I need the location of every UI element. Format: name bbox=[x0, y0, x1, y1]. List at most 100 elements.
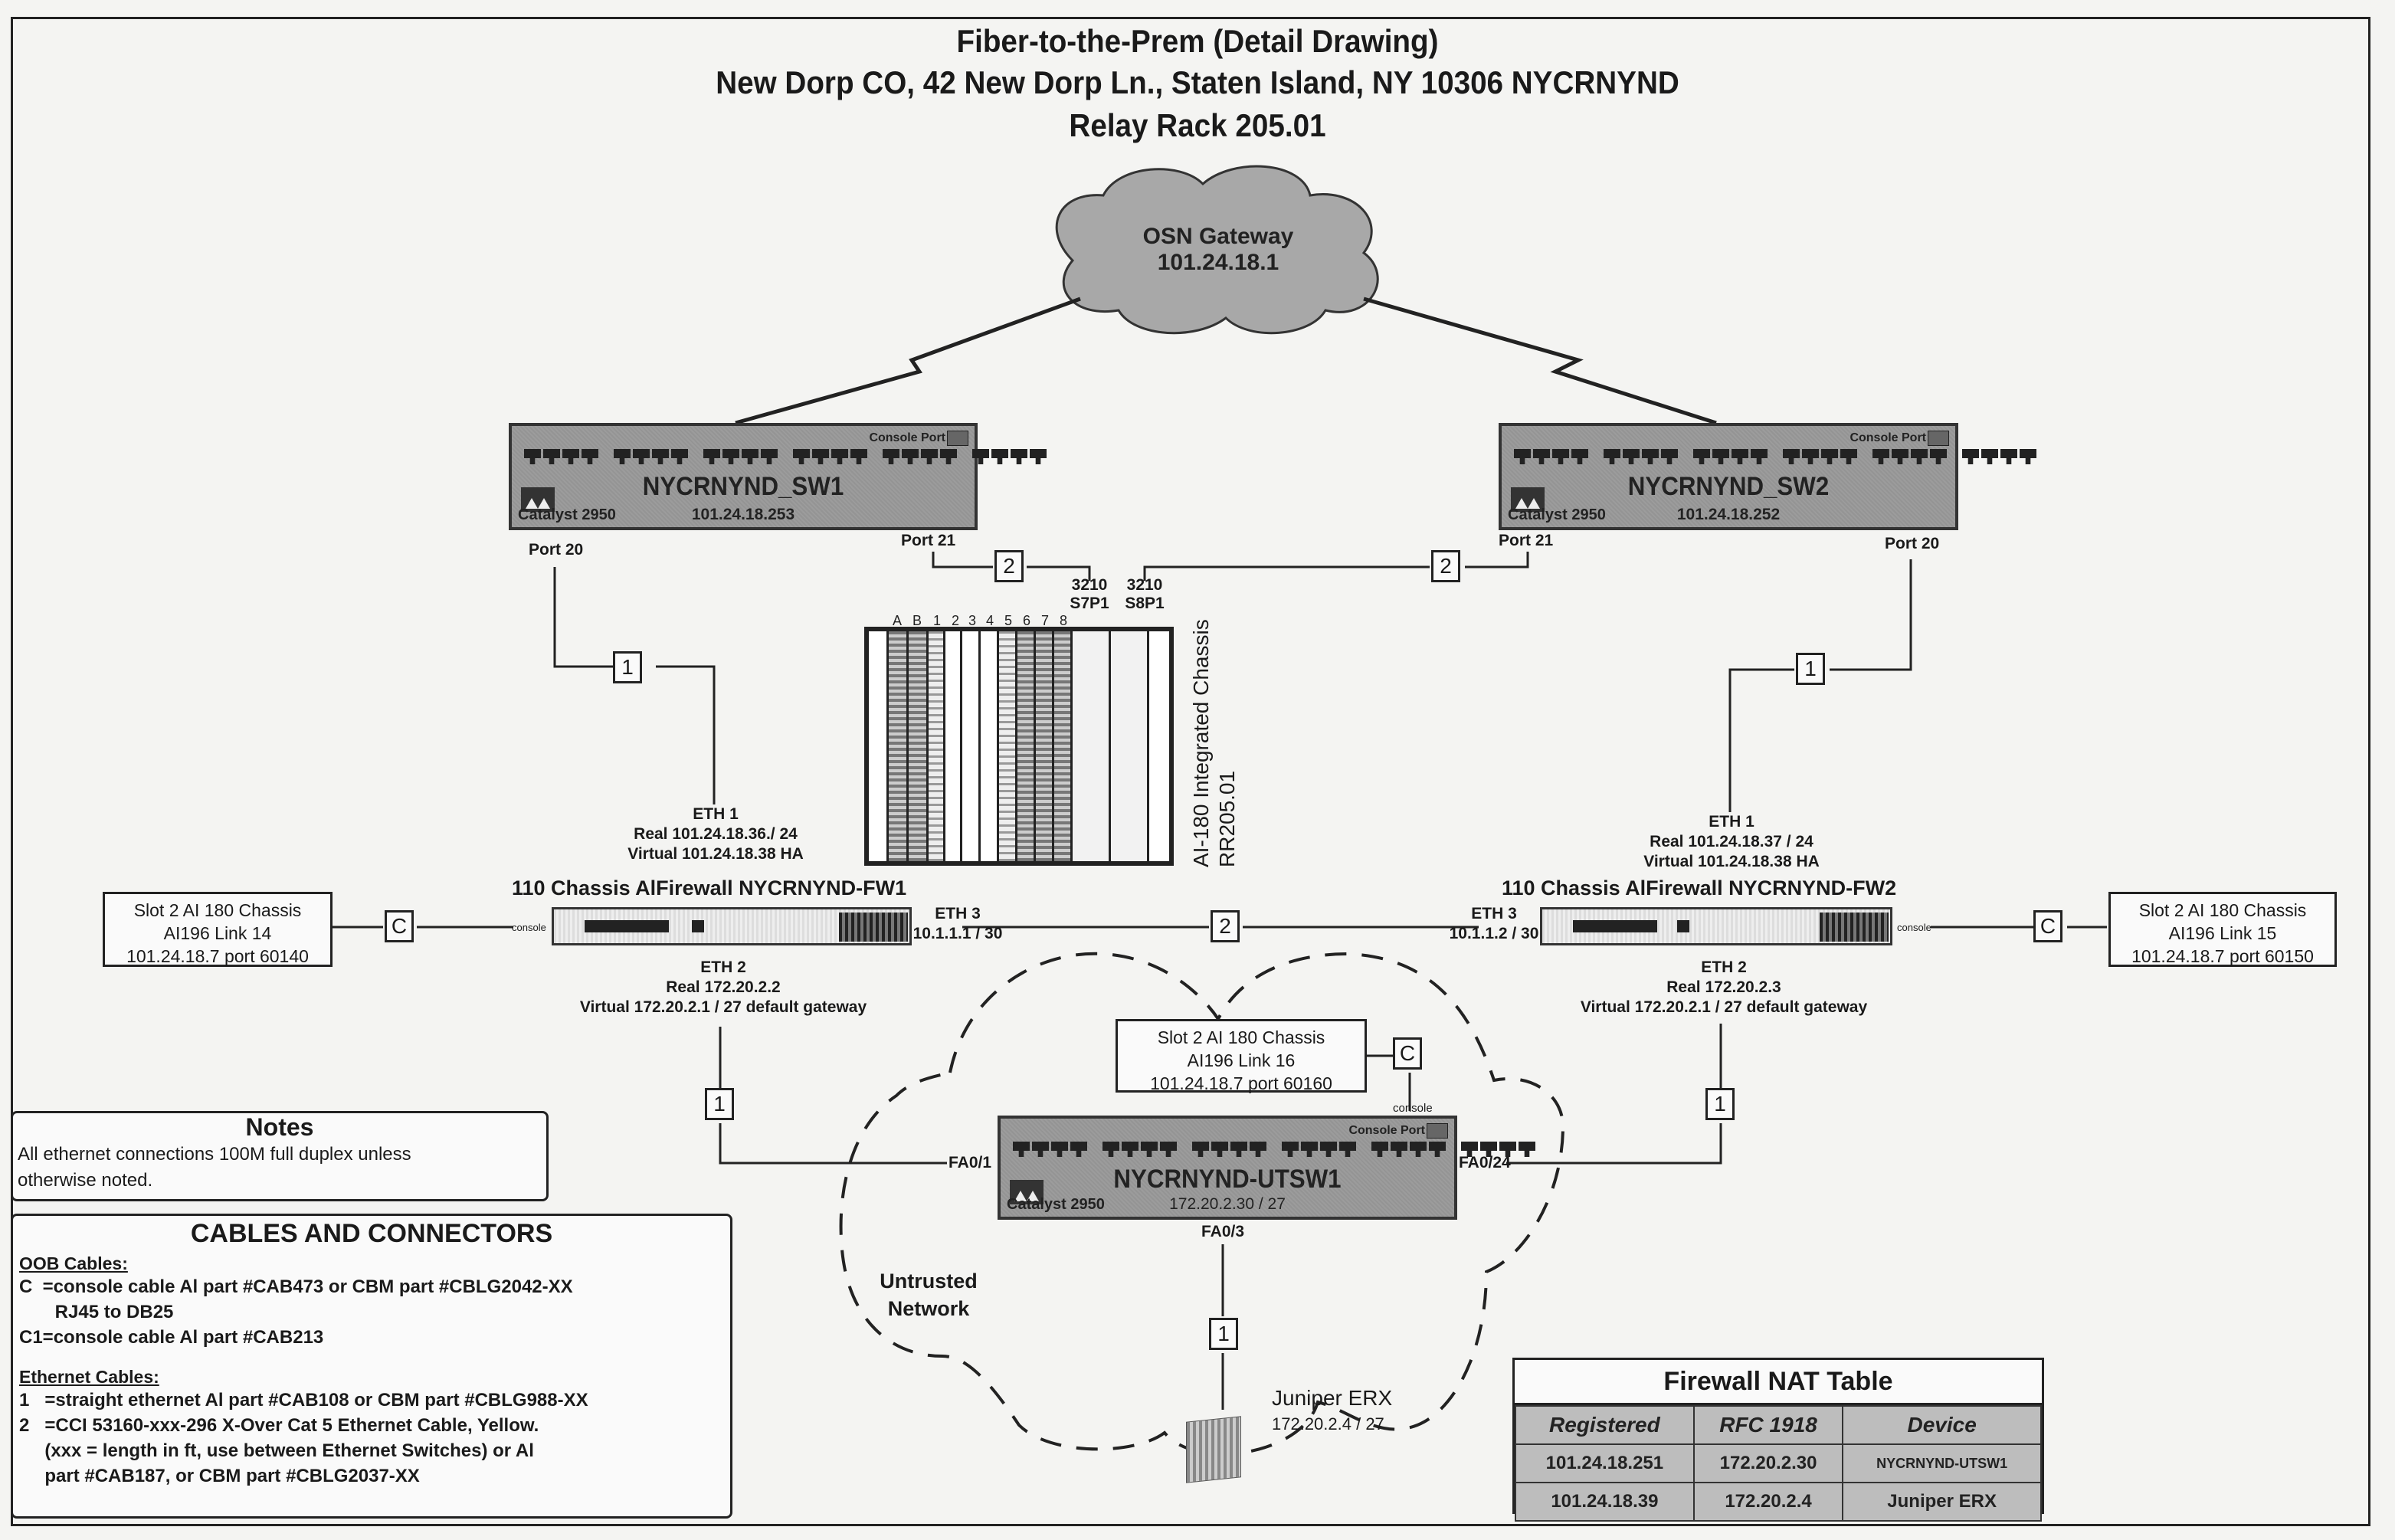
ethernet-port-icon bbox=[742, 449, 758, 464]
port-group bbox=[883, 449, 957, 464]
ethernet-port-icon bbox=[921, 449, 938, 464]
ethernet-port-icon bbox=[722, 449, 739, 464]
fw2-console-label: console bbox=[1897, 922, 1931, 933]
ai-180-integrated-chassis[interactable] bbox=[864, 627, 1174, 866]
ethernet-port-icon bbox=[902, 449, 919, 464]
firewall-nycrnynd-fw2[interactable] bbox=[1540, 907, 1892, 945]
sw2-port-20-label: Port 20 bbox=[1885, 535, 1940, 552]
ethernet-port-icon bbox=[1013, 1142, 1030, 1157]
switch-ip: 172.20.2.30 / 27 bbox=[1169, 1195, 1286, 1213]
table-row: 101.24.18.39 172.20.2.4 Juniper ERX bbox=[1515, 1482, 2042, 1522]
ethernet-ports bbox=[1013, 1142, 1546, 1157]
cable-1-connector: 1 bbox=[1796, 653, 1825, 685]
nat-col-registered: Registered bbox=[1515, 1405, 1695, 1445]
console-port: Console Port bbox=[1348, 1123, 1448, 1139]
ethernet-port-icon bbox=[671, 449, 688, 464]
ethernet-port-icon bbox=[831, 449, 848, 464]
site-address: New Dorp CO, 42 New Dorp Ln., Staten Isl… bbox=[716, 64, 1679, 100]
ethernet-port-icon bbox=[1371, 1142, 1388, 1157]
switch-nycrnynd-sw2[interactable]: Console Port NYCRNYND_SW2 Catalyst 2950 … bbox=[1499, 423, 2036, 530]
port-group bbox=[1282, 1142, 1356, 1157]
switch-model: Catalyst 2950 bbox=[1007, 1196, 1105, 1213]
ethernet-port-icon bbox=[1282, 1142, 1299, 1157]
ethernet-port-icon bbox=[652, 449, 669, 464]
port-group bbox=[972, 449, 1047, 464]
switch-name: NYCRNYND_SW1 bbox=[642, 472, 844, 501]
chassis-slot-label: 3 bbox=[968, 613, 976, 628]
chassis-title: AI-180 Integrated Chassis bbox=[1189, 619, 1213, 867]
port-group bbox=[1102, 1142, 1177, 1157]
ethernet-port-icon bbox=[1552, 449, 1569, 464]
ethernet-port-icon bbox=[972, 449, 989, 464]
nat-cell: 101.24.18.39 bbox=[1515, 1482, 1695, 1522]
ethernet-port-icon bbox=[1821, 449, 1838, 464]
ethernet-ports bbox=[524, 449, 1057, 464]
ethernet-port-icon bbox=[1783, 449, 1800, 464]
port-group bbox=[1872, 449, 1947, 464]
notes-title: Notes bbox=[245, 1113, 314, 1141]
ethernet-port-icon bbox=[1160, 1142, 1177, 1157]
ethernet-port-icon bbox=[1391, 1142, 1407, 1157]
drawing-title: Fiber-to-the-Prem (Detail Drawing) bbox=[956, 23, 1439, 59]
ethernet-port-icon bbox=[543, 449, 560, 464]
ethernet-port-icon bbox=[1410, 1142, 1427, 1157]
ethernet-port-icon bbox=[1571, 449, 1588, 464]
ethernet-port-icon bbox=[582, 449, 598, 464]
port-group bbox=[614, 449, 688, 464]
console-port-icon bbox=[1928, 431, 1949, 446]
chassis-slot-label: B bbox=[912, 613, 922, 628]
chassis-slot-label: 7 bbox=[1040, 613, 1049, 628]
switch-name: NYCRNYND-UTSW1 bbox=[1113, 1165, 1342, 1194]
ethernet-port-icon bbox=[1661, 449, 1678, 464]
ethernet-port-icon bbox=[793, 449, 810, 464]
nat-cell: NYCRNYND-UTSW1 bbox=[1842, 1443, 2042, 1483]
sw1-port-21-label: Port 21 bbox=[901, 532, 956, 549]
oob-cable-row: C =console cable Al part #CAB473 or CBM … bbox=[19, 1276, 573, 1297]
switch-nycrnynd-sw1[interactable]: Console Port NYCRNYND_SW1 Catalyst 2950 … bbox=[509, 423, 1047, 530]
fw1-console-label: console bbox=[512, 922, 546, 933]
ethernet-port-icon bbox=[761, 449, 778, 464]
ethernet-ports bbox=[1514, 449, 2047, 464]
port-group bbox=[1371, 1142, 1446, 1157]
chassis-slot-label: 5 bbox=[1004, 613, 1012, 628]
console-port-icon bbox=[947, 431, 968, 446]
sw1-port-20-label: Port 20 bbox=[529, 541, 584, 559]
switch-nycrnynd-utsw1[interactable]: Console Port NYCRNYND-UTSW1 Catalyst 295… bbox=[998, 1116, 1535, 1220]
ethernet-port-icon bbox=[1032, 1142, 1049, 1157]
ethernet-port-icon bbox=[703, 449, 720, 464]
oob-cable-row: C1=console cable Al part #CAB213 bbox=[19, 1327, 324, 1348]
ethernet-port-icon bbox=[1339, 1142, 1356, 1157]
ethernet-port-icon bbox=[1051, 1142, 1068, 1157]
console-port: Console Port bbox=[869, 431, 968, 446]
port-group bbox=[1693, 449, 1768, 464]
fw2-title: 110 Chassis AlFirewall NYCRNYND-FW2 bbox=[1502, 876, 1897, 899]
cable-2-connector: 2 bbox=[1211, 910, 1240, 942]
ethernet-port-icon bbox=[1030, 449, 1047, 464]
utsw-port-fa0-1: FA0/1 bbox=[948, 1154, 992, 1171]
port-group bbox=[793, 449, 867, 464]
firewall-nycrnynd-fw1[interactable] bbox=[552, 907, 912, 945]
nat-cell: 101.24.18.251 bbox=[1515, 1443, 1695, 1483]
switch-model: Catalyst 2950 bbox=[1508, 506, 1606, 523]
ethernet-port-icon bbox=[1230, 1142, 1247, 1157]
ethernet-port-icon bbox=[1250, 1142, 1266, 1157]
table-row: 101.24.18.251 172.20.2.30 NYCRNYND-UTSW1 bbox=[1515, 1443, 2042, 1483]
port-group bbox=[1604, 449, 1678, 464]
ethernet-port-icon bbox=[1301, 1142, 1318, 1157]
juniper-erx-router-icon[interactable] bbox=[1186, 1416, 1241, 1483]
ethernet-port-icon bbox=[1514, 449, 1531, 464]
cisco-logo-icon bbox=[1010, 1180, 1044, 1204]
nat-col-device: Device bbox=[1842, 1405, 2042, 1445]
nat-cell: Juniper ERX bbox=[1842, 1482, 2042, 1522]
port-group bbox=[1192, 1142, 1266, 1157]
ethernet-port-icon bbox=[614, 449, 631, 464]
firewall-nat-table: Firewall NAT Table Registered RFC 1918 D… bbox=[1512, 1358, 2044, 1522]
